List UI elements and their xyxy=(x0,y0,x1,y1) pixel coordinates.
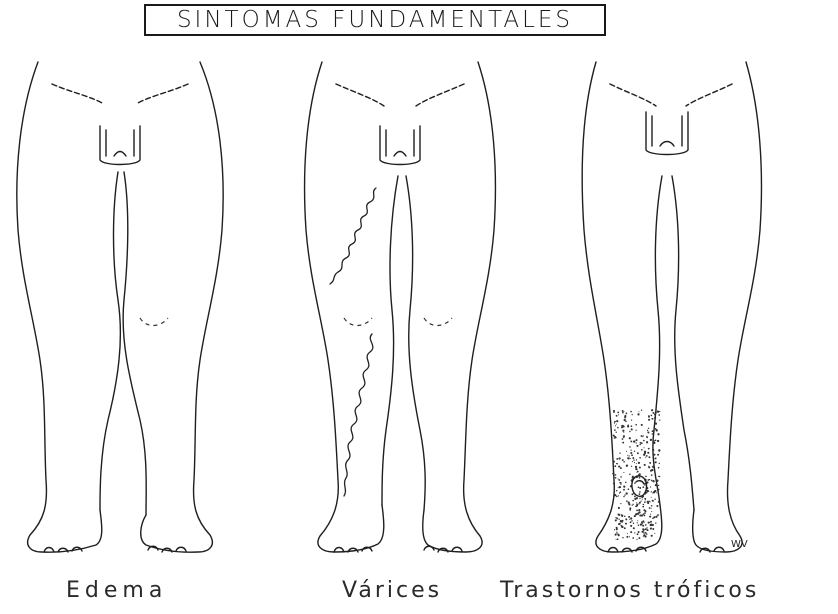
varices-right-inner xyxy=(406,176,425,510)
varices-knee-right xyxy=(424,318,452,326)
varices-knee-left xyxy=(344,318,372,326)
figure-trastornos xyxy=(582,62,761,552)
edema-right-inner xyxy=(123,172,146,515)
trophic-groin xyxy=(646,112,688,155)
trophic-left-inner xyxy=(653,176,662,505)
artist-signature: WV xyxy=(731,539,748,550)
edema-right-outline xyxy=(141,62,223,552)
caption-edema: Edema xyxy=(66,578,167,603)
trophic-right-outline xyxy=(693,62,762,552)
edema-groin xyxy=(100,126,140,165)
varices-left-outline xyxy=(305,62,384,552)
varicose-vein-calf xyxy=(344,334,373,496)
trophic-stipple-area xyxy=(612,409,660,540)
figure-varices xyxy=(305,62,496,552)
caption-trastornos: Trastornos tróficos xyxy=(500,578,759,603)
varices-left-inner xyxy=(382,176,398,505)
edema-left-outline xyxy=(17,62,102,552)
caption-varices: Várices xyxy=(342,578,442,603)
varicose-vein-thigh xyxy=(330,188,376,284)
edema-knee xyxy=(140,318,168,326)
edema-left-inner xyxy=(100,172,120,510)
trophic-left-outline xyxy=(582,62,662,552)
varices-right-outline xyxy=(423,62,496,552)
figure-edema xyxy=(17,62,223,552)
varices-groin xyxy=(380,126,420,165)
trophic-right-inner xyxy=(672,176,694,510)
trophic-ulcer xyxy=(632,476,647,496)
